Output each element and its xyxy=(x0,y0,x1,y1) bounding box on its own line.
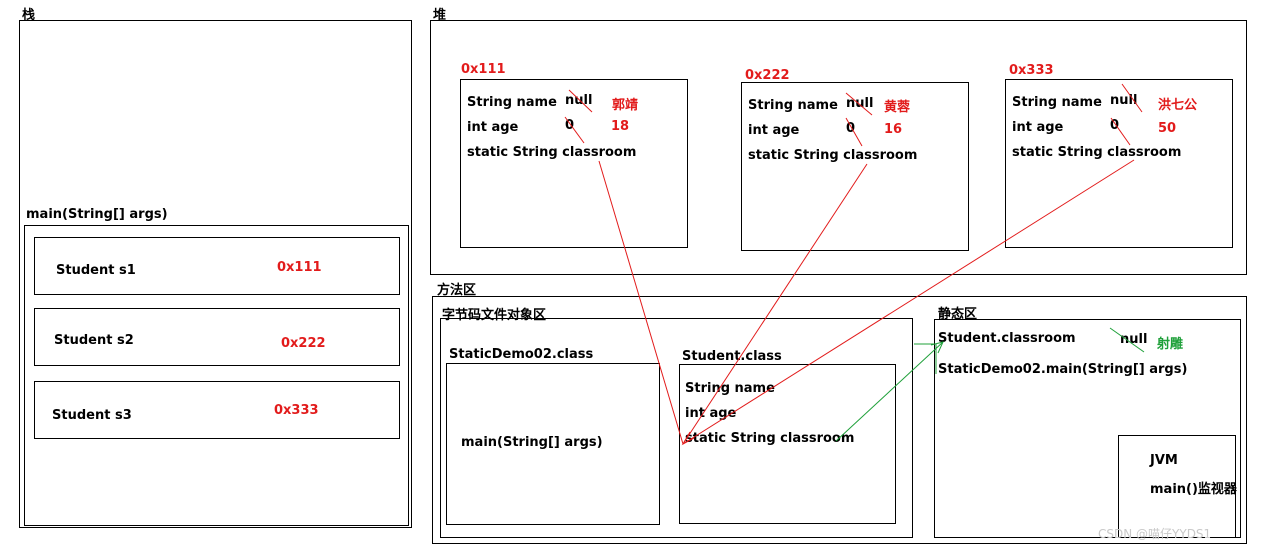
new-value: 18 xyxy=(611,119,630,134)
stack-var-s3 xyxy=(34,381,400,439)
field-name: String name xyxy=(748,98,838,113)
main-stack-frame xyxy=(24,225,409,526)
old-value: null xyxy=(1120,332,1148,347)
new-value-green: 射雕 xyxy=(1157,337,1184,352)
class-field-static: static String classroom xyxy=(685,431,855,446)
field-static: static String classroom xyxy=(467,145,637,160)
stack-var-s2 xyxy=(34,308,400,366)
field-age: int age xyxy=(1012,120,1064,135)
stack-var-name: Student s1 xyxy=(56,263,136,278)
heap-object-address: 0x111 xyxy=(461,62,506,77)
static-classroom-label: Student.classroom xyxy=(938,331,1076,346)
field-name: String name xyxy=(1012,95,1102,110)
method-area-title: 方法区 xyxy=(437,283,477,298)
class-field-age: int age xyxy=(685,406,737,421)
stack-var-name: Student s2 xyxy=(54,333,134,348)
student-class-label: Student.class xyxy=(682,349,782,364)
field-name: String name xyxy=(467,95,557,110)
old-value: null xyxy=(1110,93,1138,108)
old-value: 0 xyxy=(846,121,856,136)
demo-class-label: StaticDemo02.class xyxy=(449,347,594,362)
stack-var-value: 0x333 xyxy=(274,403,319,418)
bytecode-area-title: 字节码文件对象区 xyxy=(442,308,547,323)
stack-var-name: Student s3 xyxy=(52,408,132,423)
watermark: CSDN @喵仔YYDS1 xyxy=(1098,527,1212,541)
stack-var-value: 0x111 xyxy=(277,260,322,275)
old-value: null xyxy=(565,93,593,108)
stack-title: 栈 xyxy=(22,8,36,23)
stack-region xyxy=(19,20,412,528)
new-value: 50 xyxy=(1158,121,1177,136)
heap-object-address: 0x333 xyxy=(1009,63,1054,78)
heap-title: 堆 xyxy=(433,8,447,23)
stack-var-s1 xyxy=(34,237,400,295)
demo-main-method: main(String[] args) xyxy=(461,435,603,450)
jvm-box xyxy=(1118,435,1236,538)
new-value: 洪七公 xyxy=(1158,98,1198,113)
field-age: int age xyxy=(748,123,800,138)
field-static: static String classroom xyxy=(1012,145,1182,160)
new-value: 黄蓉 xyxy=(884,100,911,115)
field-age: int age xyxy=(467,120,519,135)
old-value: 0 xyxy=(565,118,575,133)
stack-var-value: 0x222 xyxy=(281,336,326,351)
new-value: 郭靖 xyxy=(612,98,639,113)
field-static: static String classroom xyxy=(748,148,918,163)
jvm-monitor: main()监视器 xyxy=(1150,482,1237,497)
heap-object-address: 0x222 xyxy=(745,68,790,83)
old-value: null xyxy=(846,96,874,111)
jvm-label: JVM xyxy=(1150,453,1178,468)
static-main-label: StaticDemo02.main(String[] args) xyxy=(938,362,1188,377)
class-field-name: String name xyxy=(685,381,775,396)
old-value: 0 xyxy=(1110,118,1120,133)
new-value: 16 xyxy=(884,122,903,137)
main-frame-label: main(String[] args) xyxy=(26,207,168,222)
